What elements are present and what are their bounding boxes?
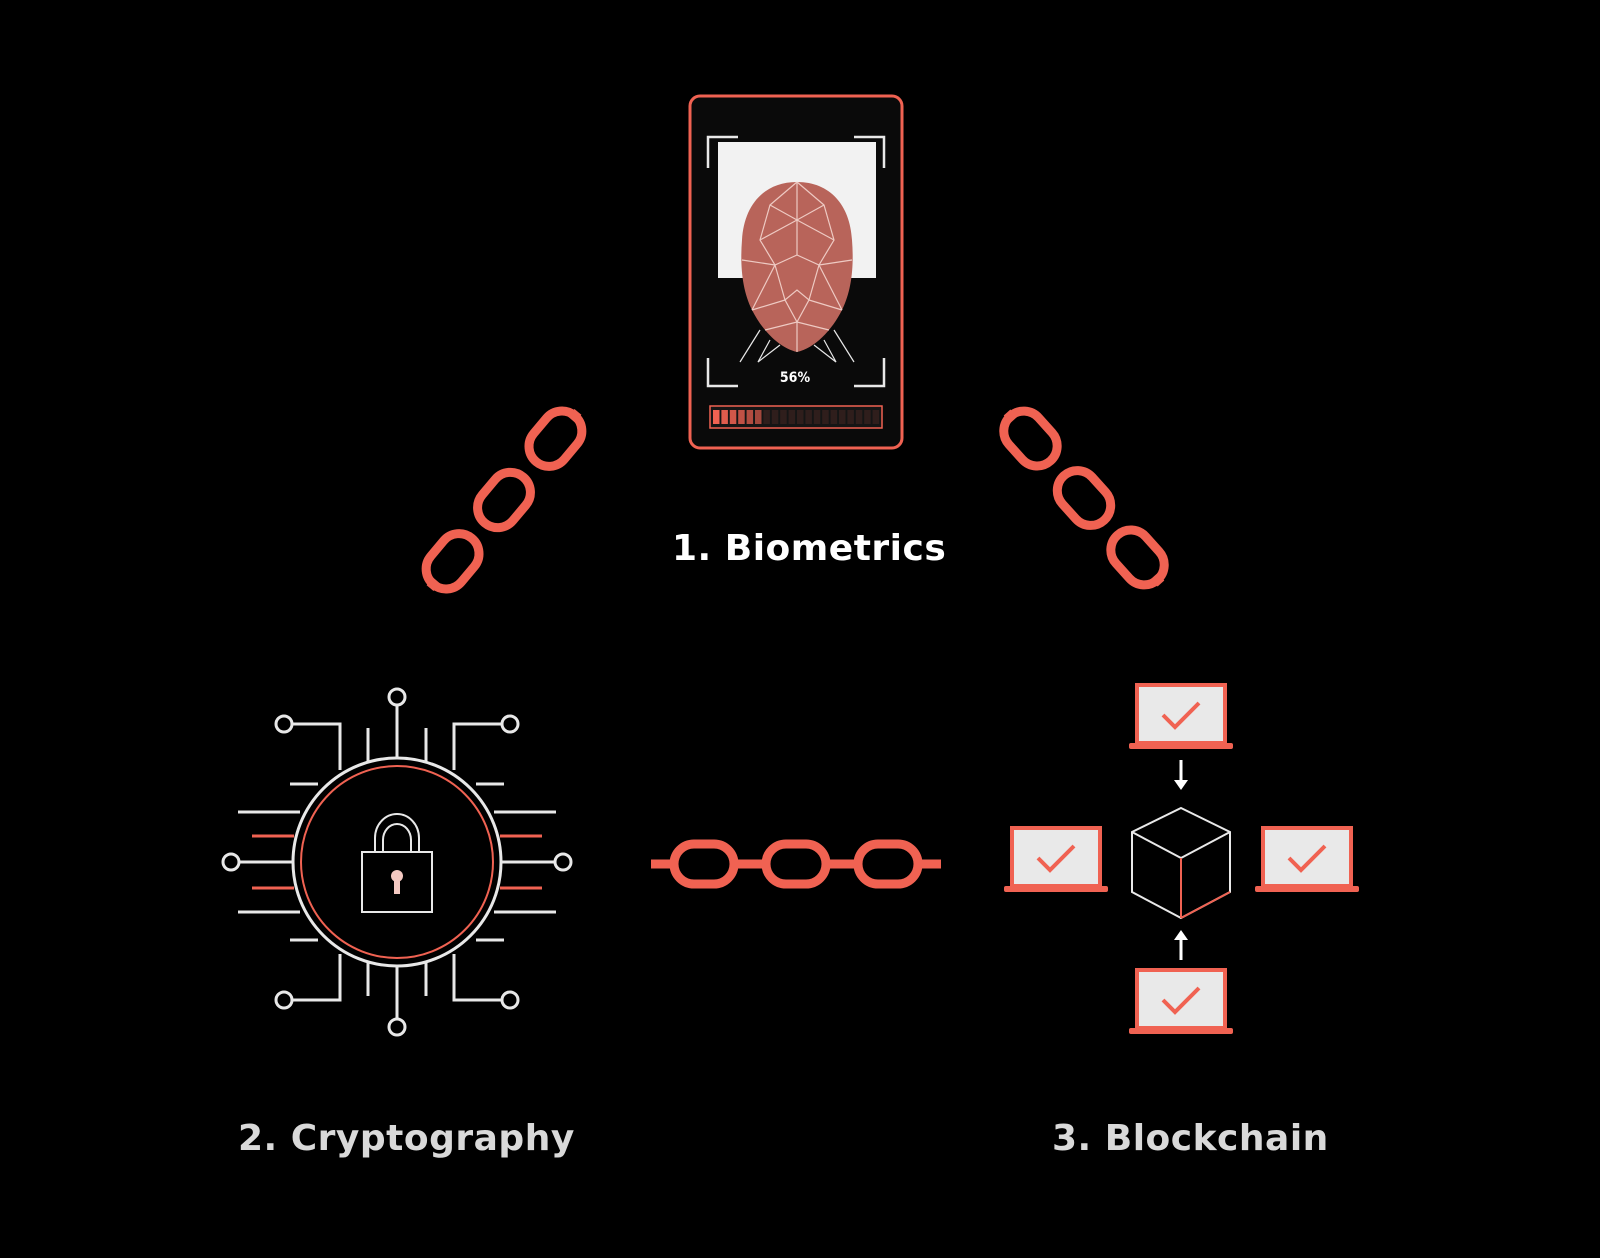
scan-progress-bar <box>713 410 880 424</box>
padlock-icon <box>361 813 433 913</box>
scan-progress-text: 56% <box>779 370 811 386</box>
block-cube-icon <box>1131 806 1231 920</box>
progress-cell <box>746 410 754 424</box>
laptop-network-cube-icon <box>1002 683 1361 1036</box>
progress-cell <box>721 410 728 424</box>
progress-cell <box>855 410 863 424</box>
chain-link-icon <box>415 399 593 601</box>
laptop-icon <box>1127 683 1235 751</box>
face-scan-phone-icon <box>688 94 904 450</box>
progress-cell <box>864 410 871 424</box>
progress-cell <box>872 410 880 424</box>
progress-cell <box>771 410 779 424</box>
progress-cell <box>763 410 770 424</box>
face-mesh <box>739 181 855 363</box>
progress-cell <box>738 410 745 424</box>
progress-cell <box>822 410 829 424</box>
laptop-icon <box>1002 826 1110 894</box>
laptop-icon <box>1127 968 1235 1036</box>
chain-link-icon <box>992 399 1176 597</box>
circuit-lock-icon <box>221 687 573 1037</box>
progress-cell <box>797 410 804 424</box>
laptop-icon <box>1253 826 1361 894</box>
progress-cell <box>805 410 812 424</box>
progress-cell <box>713 410 720 424</box>
progress-cell <box>839 410 846 424</box>
biometrics-label: 1. Biometrics <box>672 528 947 569</box>
chain-link-icon <box>651 844 941 884</box>
progress-cell <box>755 410 762 424</box>
progress-cell <box>788 410 796 424</box>
progress-cell <box>813 410 821 424</box>
cryptography-label: 2. Cryptography <box>238 1118 575 1159</box>
progress-cell <box>729 410 737 424</box>
progress-cell <box>830 410 838 424</box>
progress-cell <box>847 410 854 424</box>
blockchain-label: 3. Blockchain <box>1052 1118 1329 1159</box>
progress-cell <box>780 410 787 424</box>
